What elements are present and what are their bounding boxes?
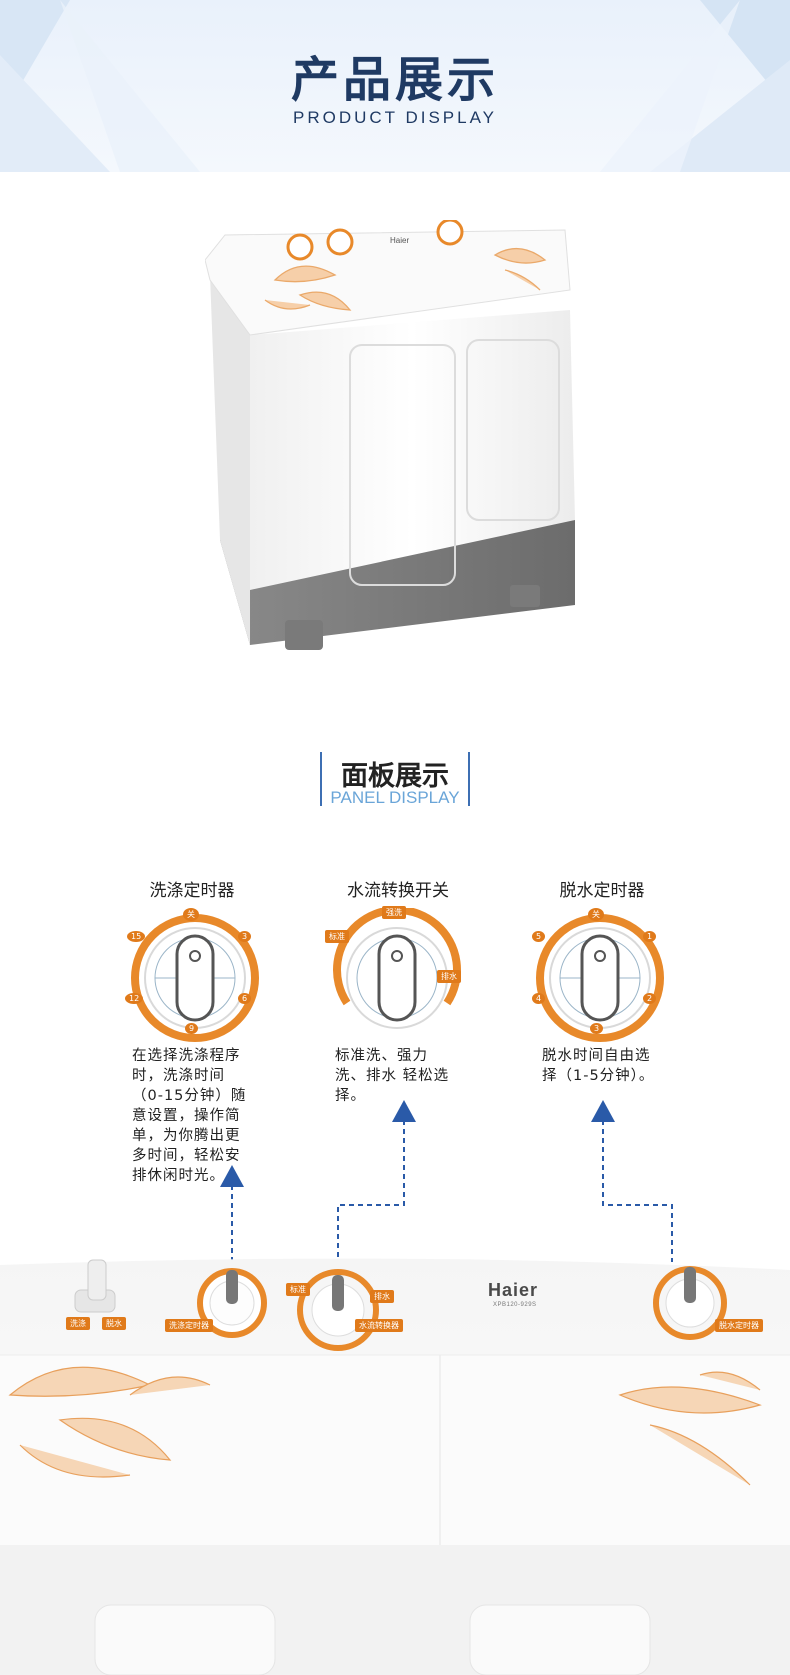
description-line: 排休闲时光。 [132,1168,225,1184]
description-line: 择。 [335,1088,366,1104]
water-switch-marks: 强洗 排水 标准 [325,906,467,1048]
arrow-up-icon [591,1100,615,1122]
wash-timer-description: 在选择洗涤程序 时，洗涤时间 （0-15分钟）随 意设置，操作简 单，为你腾出更… [132,1046,262,1186]
spin-mark-5: 5 [532,931,546,942]
panel-display-heading: 面板展示 PANEL DISPLAY [320,752,470,807]
spin-tag: 脱水 [102,1317,126,1330]
wash-tag: 洗涤 [66,1317,90,1330]
panel-subtitle: PANEL DISPLAY [330,788,460,807]
wash-mark-12: 12 [125,993,144,1004]
washing-machine-image: Haier [205,220,575,650]
spin-mark-1: 1 [643,931,657,942]
description-line: （0-15分钟）随 [132,1088,247,1104]
standard-tag: 标准 [286,1283,310,1296]
description-line: 脱水时间自由选 [542,1048,651,1064]
description-line: 择（1-5分钟）。 [542,1068,655,1084]
wash-mark-3: 3 [238,931,252,942]
wash-timer-tag: 洗涤定时器 [165,1319,213,1332]
water-switch-label: 水流转换开关 [347,881,449,901]
svg-text:Haier: Haier [390,236,409,245]
spin-timer-marks: 关 1 2 3 4 5 [530,908,670,1048]
spin-timer-label: 脱水定时器 [559,881,645,901]
wash-mark-15: 15 [127,931,146,942]
spin-mark-off: 关 [588,908,604,921]
brand-logo: Haier [488,1280,539,1300]
page-subtitle: PRODUCT DISPLAY [292,108,498,127]
panel-bar-right [468,752,470,806]
wash-mark-9: 9 [185,1023,199,1034]
panel-bar-left [320,752,322,806]
description-line: 单，为你腾出更 [132,1128,241,1144]
banner-decoration [0,0,790,172]
description-line: 在选择洗涤程序 [132,1048,241,1064]
description-line: 意设置，操作简 [132,1108,241,1124]
water-mark-drain: 排水 [437,970,461,983]
description-line: 标准洗、强力 [335,1048,428,1064]
spin-mark-2: 2 [643,993,657,1004]
control-panel-image [0,1258,790,1675]
spin-timer-dial [536,914,664,1042]
wash-timer-marks: 关 3 6 9 12 15 [125,908,265,1048]
description-line: 多时间，轻松安 [132,1148,241,1164]
water-switch-description: 标准洗、强力 洗、排水 轻松选 择。 [335,1046,470,1106]
wash-timer-label: 洗涤定时器 [149,881,235,901]
spin-timer-tag: 脱水定时器 [715,1319,763,1332]
drain-tag: 排水 [370,1290,394,1303]
model-number: XPB120-929S [493,1302,537,1308]
panel-title: 面板展示 [341,761,449,792]
water-switch-tag: 水流转换器 [355,1319,403,1332]
arrow-up-icon [392,1100,416,1122]
spin-timer-description: 脱水时间自由选 择（1-5分钟）。 [542,1046,677,1086]
wash-mark-off: 关 [183,908,199,921]
page-title: 产品展示 [290,52,499,108]
wash-mark-6: 6 [238,993,252,1004]
header-banner: 产品展示 PRODUCT DISPLAY [0,0,790,172]
water-mark-standard: 标准 [325,930,349,943]
spin-mark-4: 4 [532,993,546,1004]
description-line: 洗、排水 轻松选 [335,1068,450,1084]
description-line: 时，洗涤时间 [132,1068,225,1084]
water-mark-strong: 强洗 [382,906,406,919]
spin-mark-3: 3 [590,1023,604,1034]
arrow-up-icon [220,1165,244,1187]
